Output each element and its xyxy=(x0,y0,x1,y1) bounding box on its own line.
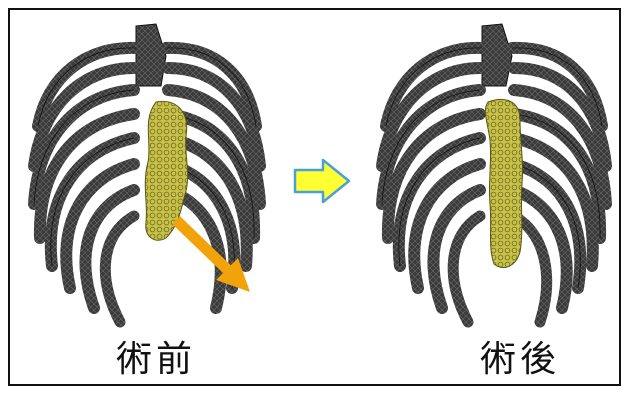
after-label: 術後 xyxy=(480,330,560,382)
figure-frame: 術前 術後 xyxy=(8,8,621,386)
ribcage-after-image xyxy=(364,16,626,348)
before-label: 術前 xyxy=(116,330,196,382)
ribcage-before-image xyxy=(16,16,278,348)
yellow-right-arrow-icon xyxy=(293,158,353,204)
